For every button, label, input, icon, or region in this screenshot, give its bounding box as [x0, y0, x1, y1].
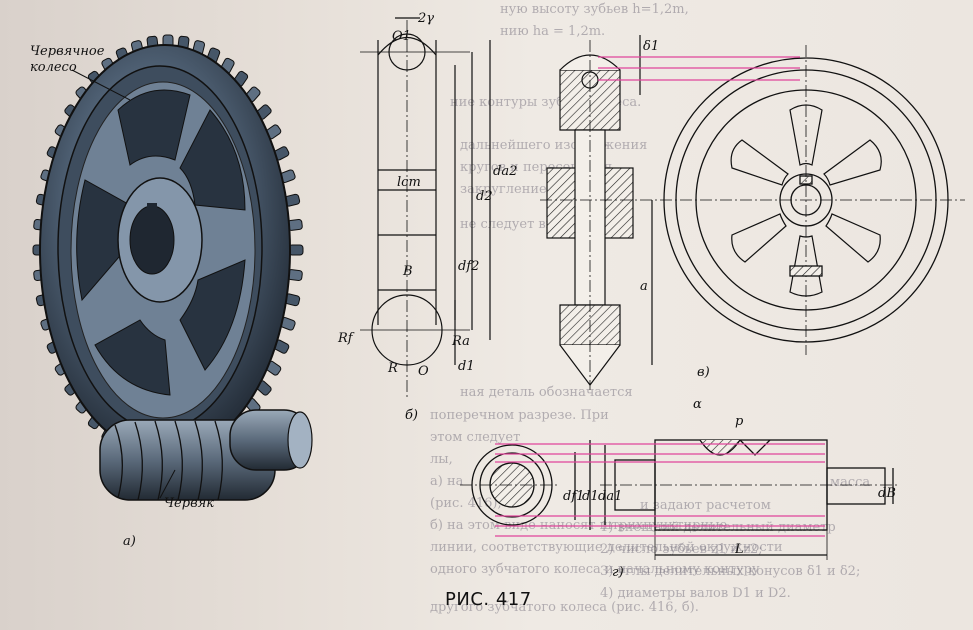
bg-text-line: другого зубчатого колеса (рис. 416, б). — [430, 600, 699, 615]
label-ra: Ra — [451, 334, 470, 349]
label-da1: da1 — [598, 489, 622, 504]
worm-illustration — [99, 409, 313, 501]
bg-text-line: и задают расчетом — [640, 498, 771, 513]
label-db: dB — [878, 486, 896, 501]
label-o: O — [418, 364, 429, 379]
worm-label: Червяк — [164, 496, 215, 511]
bg-text-line: 2) число зубьев z1 и z2; — [600, 542, 763, 557]
worm-end-view — [460, 444, 560, 526]
bg-text-line: 3) углы делительных конусов δ1 и δ2; — [600, 564, 861, 579]
bg-text-line: 4) диаметры валов D1 и D2. — [600, 586, 791, 601]
label-r: R — [387, 361, 398, 376]
bg-text-line: этом следует — [430, 430, 521, 445]
wheel-section-view — [360, 17, 491, 400]
view-a-label: а) — [123, 534, 136, 549]
wheel-axial-section — [540, 35, 965, 390]
worm-wheel-illustration — [32, 34, 313, 501]
dimension-labels: O1 2γ lcm B d2 da2 df2 d1 Rf Ra R O δ1 a… — [337, 11, 896, 557]
bg-text-line: одного зубчатого колеса и начальному кон… — [430, 562, 760, 577]
view-c-label: в) — [697, 365, 710, 380]
label-two-gamma: 2γ — [417, 11, 434, 26]
view-d-label: г) — [612, 565, 624, 580]
label-alpha: α — [693, 397, 702, 412]
label-delta1: δ1 — [643, 39, 659, 54]
label-p: p — [735, 414, 744, 429]
bg-text-line: а) на — [430, 474, 464, 489]
bg-text-line: линии, соответствующие делительной окруж… — [430, 540, 783, 555]
gear-tooth — [288, 244, 304, 256]
label-rf: Rf — [337, 331, 355, 346]
label-d2: d2 — [476, 189, 493, 204]
bg-text-line: закругление. — [460, 182, 551, 197]
label-df1: df1 — [563, 489, 584, 504]
label-o1: O1 — [392, 29, 411, 44]
bg-text-line: ная деталь обозначается — [460, 385, 633, 400]
bg-text-line: ную высоту зубьев h=1,2m, — [500, 2, 689, 17]
label-lcm: lcm — [397, 175, 421, 190]
label-a: a — [640, 279, 648, 294]
view-b-label: б) — [405, 408, 419, 423]
label-d1-worm: d1 — [582, 489, 599, 504]
label-df2: df2 — [458, 259, 479, 274]
bg-text-line: масса — [830, 475, 871, 490]
bg-text-line: нию hа = 1,2m. — [500, 24, 606, 39]
label-b: B — [402, 264, 413, 279]
label-d1: d1 — [458, 359, 475, 374]
label-l: L — [734, 542, 744, 557]
bg-text-line: поперечном разрезе. При — [430, 408, 609, 423]
worm-wheel-label: Червячное колесо — [30, 44, 105, 75]
figure-caption: РИС. 417 — [445, 589, 532, 610]
projection-lines — [495, 56, 825, 537]
worm-side-view — [574, 439, 900, 560]
bg-text-line: 1) внешний делительный диаметр — [600, 520, 836, 535]
bg-text-line: лы, — [430, 452, 453, 467]
label-da2: da2 — [493, 164, 517, 179]
wheel-front-view — [663, 45, 949, 355]
